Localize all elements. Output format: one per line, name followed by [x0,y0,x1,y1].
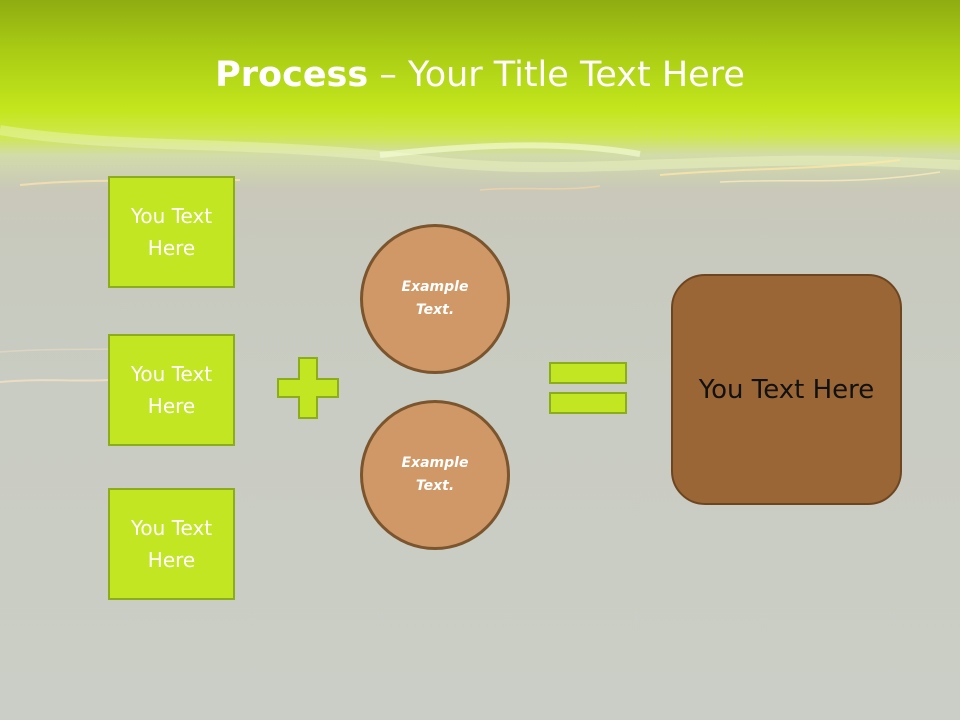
equals-icon [549,362,627,414]
result-box: You Text Here [671,274,902,505]
page-title: Process – Your Title Text Here [0,52,960,98]
text-box-3: You Text Here [108,488,235,600]
example-circle-1: Example Text. [360,224,510,374]
plus-icon [277,357,339,419]
example-circle-2: Example Text. [360,400,510,550]
text-box-2: You Text Here [108,334,235,446]
text-box-1: You Text Here [108,176,235,288]
title-bold: Process [215,55,369,95]
title-rest: – Your Title Text Here [368,55,745,95]
light-streaks-background [0,125,960,383]
